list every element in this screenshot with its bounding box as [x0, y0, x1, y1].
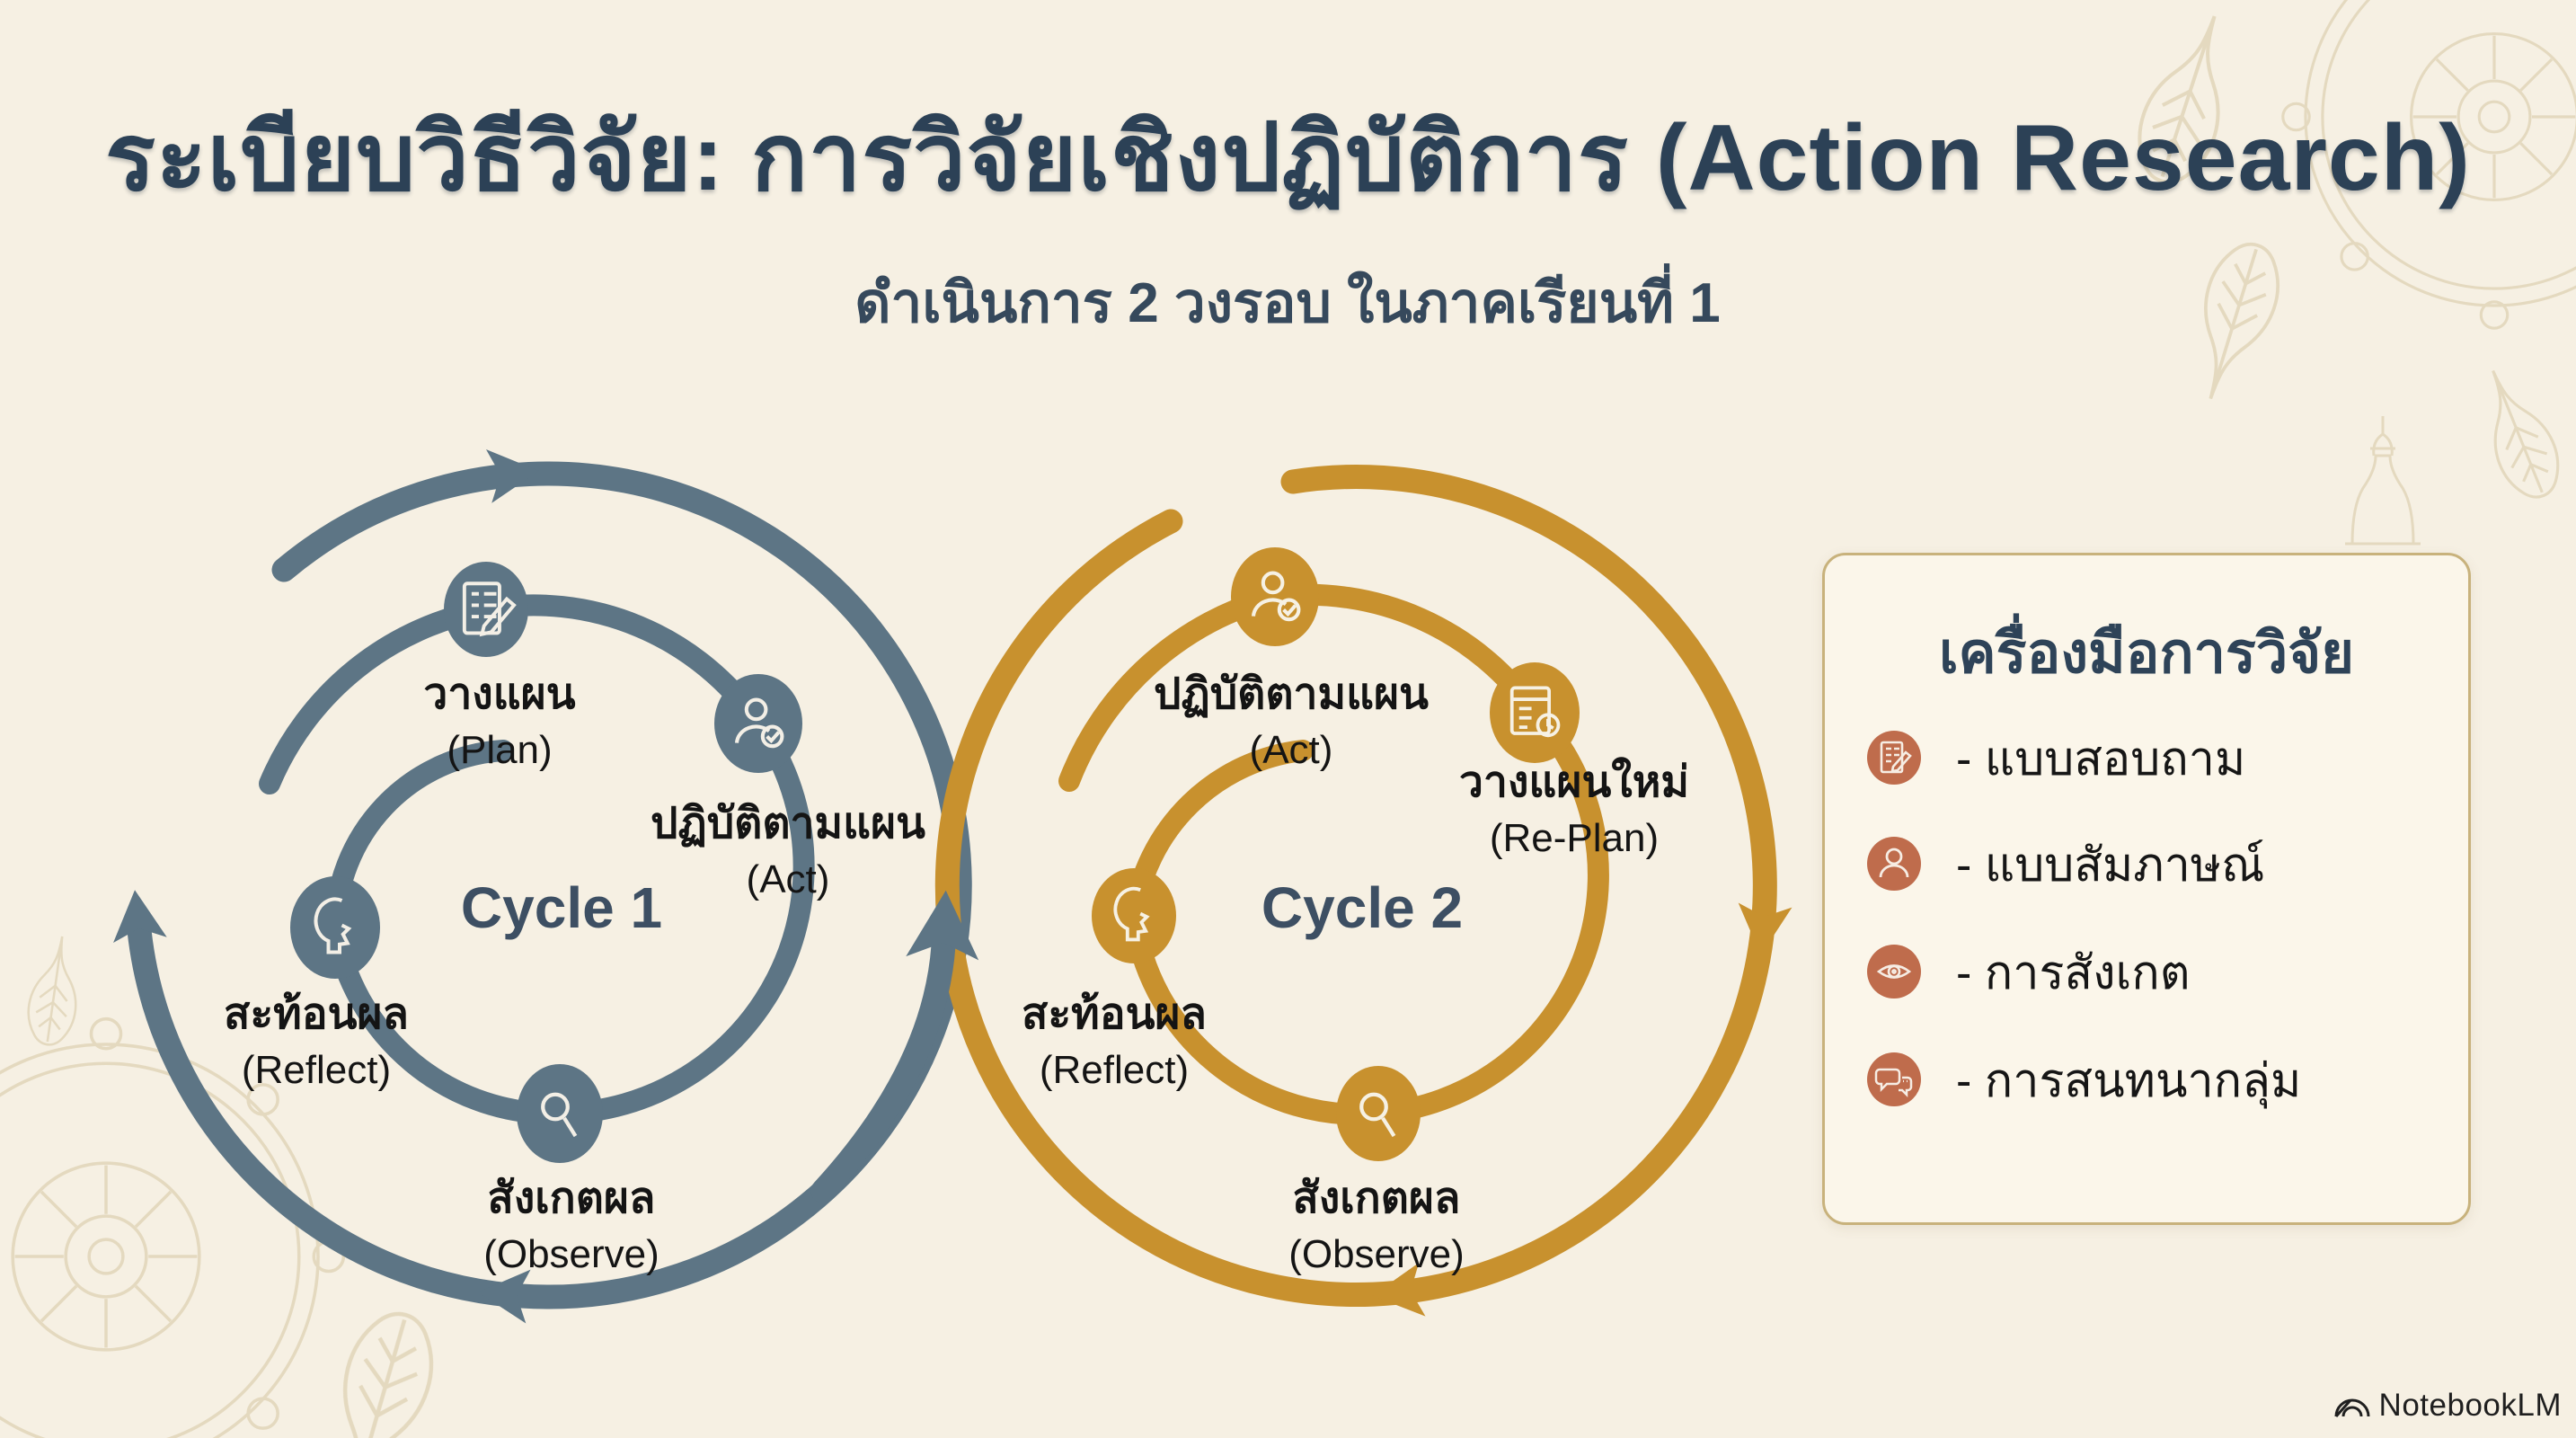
- bodhi-leaf-icon: [22, 932, 87, 1050]
- replan-label-thai: วางแผนใหม่: [1459, 759, 1689, 806]
- magnifier-icon: [1359, 1092, 1396, 1138]
- observe-step-label: สังเกตผล (Observe): [483, 1171, 659, 1283]
- observation-eye-icon: [1867, 945, 1921, 999]
- act-step-label: ปฏิบัติตามแผน (Act): [651, 796, 925, 908]
- plan-label-eng: (Plan): [447, 728, 553, 772]
- reflect-label-eng: (Reflect): [241, 1048, 392, 1092]
- tool-item-group-discussion: - การสนทนากลุ่ม: [1866, 1052, 2301, 1107]
- head-profile-icon: [314, 897, 352, 954]
- replan-label-eng: (Re-Plan): [1489, 816, 1660, 860]
- reflect-step-label: สะท้อนผล (Reflect): [224, 987, 409, 1098]
- reflect2-label-eng: (Reflect): [1039, 1048, 1190, 1092]
- reflect-node: [290, 876, 380, 979]
- tool-item-observation: - การสังเกต: [1866, 944, 2191, 999]
- tool-label: - แบบสัมภาษณ์: [1956, 839, 2265, 892]
- act2-node: [1231, 547, 1319, 646]
- plan-label-thai: วางแผน: [423, 670, 576, 718]
- plan-step-label: วางแผน (Plan): [423, 667, 575, 778]
- observe-label-eng: (Observe): [483, 1232, 659, 1276]
- notebooklm-logo-icon: [2334, 1398, 2370, 1417]
- tool-item-questionnaire: - แบบสอบถาม: [1866, 730, 2245, 786]
- cycle1-name: Cycle 1: [460, 875, 663, 940]
- plan-node: [444, 562, 528, 657]
- interview-person-icon: [1867, 837, 1921, 891]
- research-tools-panel: เครื่องมือการวิจัย - แบบสอบถาม - แ: [1822, 553, 2471, 1225]
- bodhi-leaf-icon: [2465, 358, 2572, 509]
- replan-step-label: วางแผนใหม่ (Re-Plan): [1459, 755, 1689, 866]
- tool-item-interview: - แบบสัมภาษณ์: [1866, 836, 2264, 892]
- tools-panel-title: เครื่องมือการวิจัย: [1938, 622, 2355, 685]
- bell-icon: [2343, 414, 2422, 546]
- person-check-icon: [1251, 571, 1301, 622]
- act-label-eng: (Act): [746, 857, 830, 901]
- reflect-label-thai: สะท้อนผล: [224, 990, 409, 1038]
- replan-node: [1490, 662, 1580, 763]
- bodhi-leaf-icon: [314, 1304, 446, 1438]
- calendar-clock-icon: [1509, 686, 1561, 738]
- reflect2-node: [1092, 868, 1176, 963]
- bodhi-leaf-icon: [2175, 233, 2292, 411]
- footer-brand: NotebookLM: [2333, 1388, 2562, 1424]
- observe2-node: [1336, 1066, 1421, 1161]
- reflect2-label-thai: สะท้อนผล: [1022, 990, 1207, 1038]
- cycle2-name: Cycle 2: [1261, 875, 1464, 940]
- observe-label-thai: สังเกตผล: [487, 1175, 656, 1222]
- cycle-transition-arrow: [810, 888, 983, 1203]
- tool-label: - การสังเกต: [1956, 946, 2191, 999]
- head-profile-icon: [1113, 886, 1150, 942]
- tool-label: - แบบสอบถาม: [1956, 732, 2246, 786]
- act-label-thai: ปฏิบัติตามแผน: [651, 800, 925, 848]
- questionnaire-icon: [1867, 731, 1921, 785]
- cycle2-spiral: [934, 465, 1793, 1323]
- observe2-label-eng: (Observe): [1288, 1232, 1465, 1276]
- observe2-label-thai: สังเกตผล: [1292, 1175, 1461, 1222]
- footer-brand-text: NotebookLM: [2378, 1388, 2562, 1423]
- act2-step-label: ปฏิบัติตามแผน (Act): [1154, 667, 1429, 778]
- page-subtitle: ดำเนินการ 2 วงรอบ ในภาคเรียนที่ 1: [854, 272, 1721, 334]
- tool-label: - การสนทนากลุ่ม: [1956, 1054, 2302, 1107]
- act2-label-eng: (Act): [1249, 728, 1333, 772]
- act2-label-thai: ปฏิบัติตามแผน: [1154, 670, 1429, 718]
- act-node: [714, 674, 802, 773]
- page-title: ระเบียบวิธีวิจัย: การวิจัยเชิงปฏิบัติการ…: [105, 106, 2471, 210]
- observe-node: [517, 1064, 603, 1163]
- reflect2-step-label: สะท้อนผล (Reflect): [1022, 987, 1207, 1098]
- checklist-pencil-icon: [462, 581, 517, 637]
- person-check-icon: [734, 697, 784, 749]
- magnifier-icon: [541, 1092, 578, 1138]
- observe2-step-label: สังเกตผล (Observe): [1288, 1171, 1465, 1283]
- group-discussion-icon: [1867, 1052, 1921, 1106]
